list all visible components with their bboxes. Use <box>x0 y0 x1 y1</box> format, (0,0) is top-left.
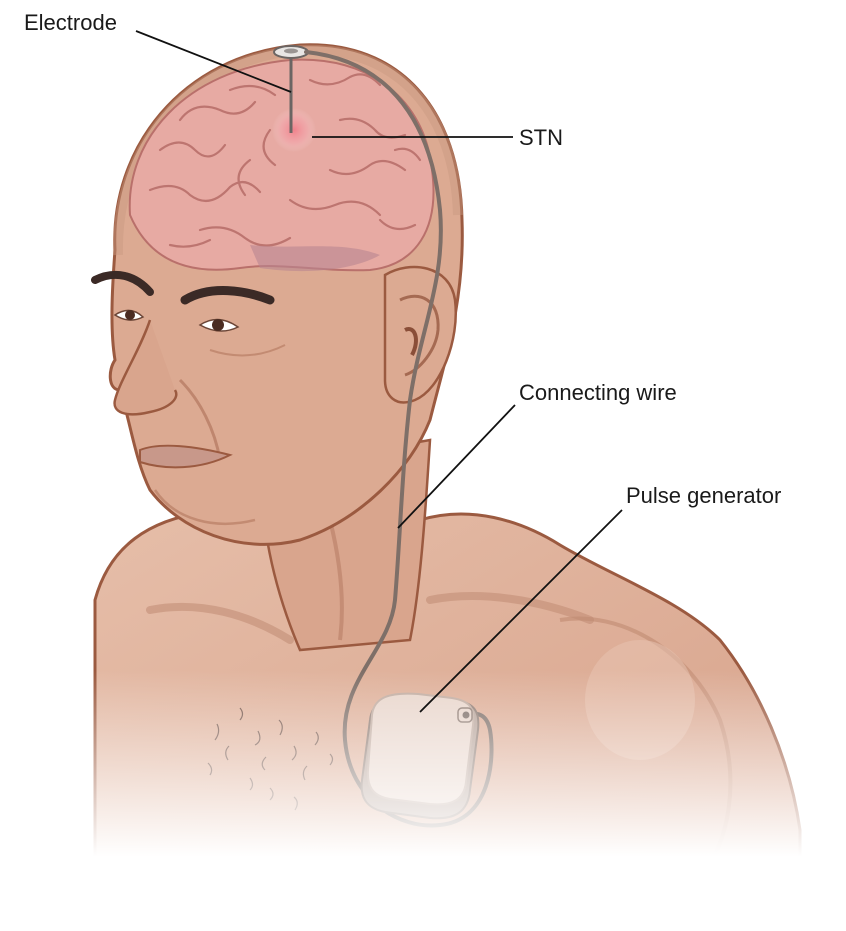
connecting-wire-label: Connecting wire <box>519 380 677 405</box>
pulse-generator-label: Pulse generator <box>626 483 782 508</box>
connecting-wire-leader-line <box>397 404 516 529</box>
leader-lines <box>135 30 623 713</box>
electrode-label: Electrode <box>24 10 117 35</box>
electrode-leader-line <box>135 30 292 93</box>
stn-label: STN <box>519 125 563 150</box>
pulse-generator-leader-line <box>419 509 623 713</box>
